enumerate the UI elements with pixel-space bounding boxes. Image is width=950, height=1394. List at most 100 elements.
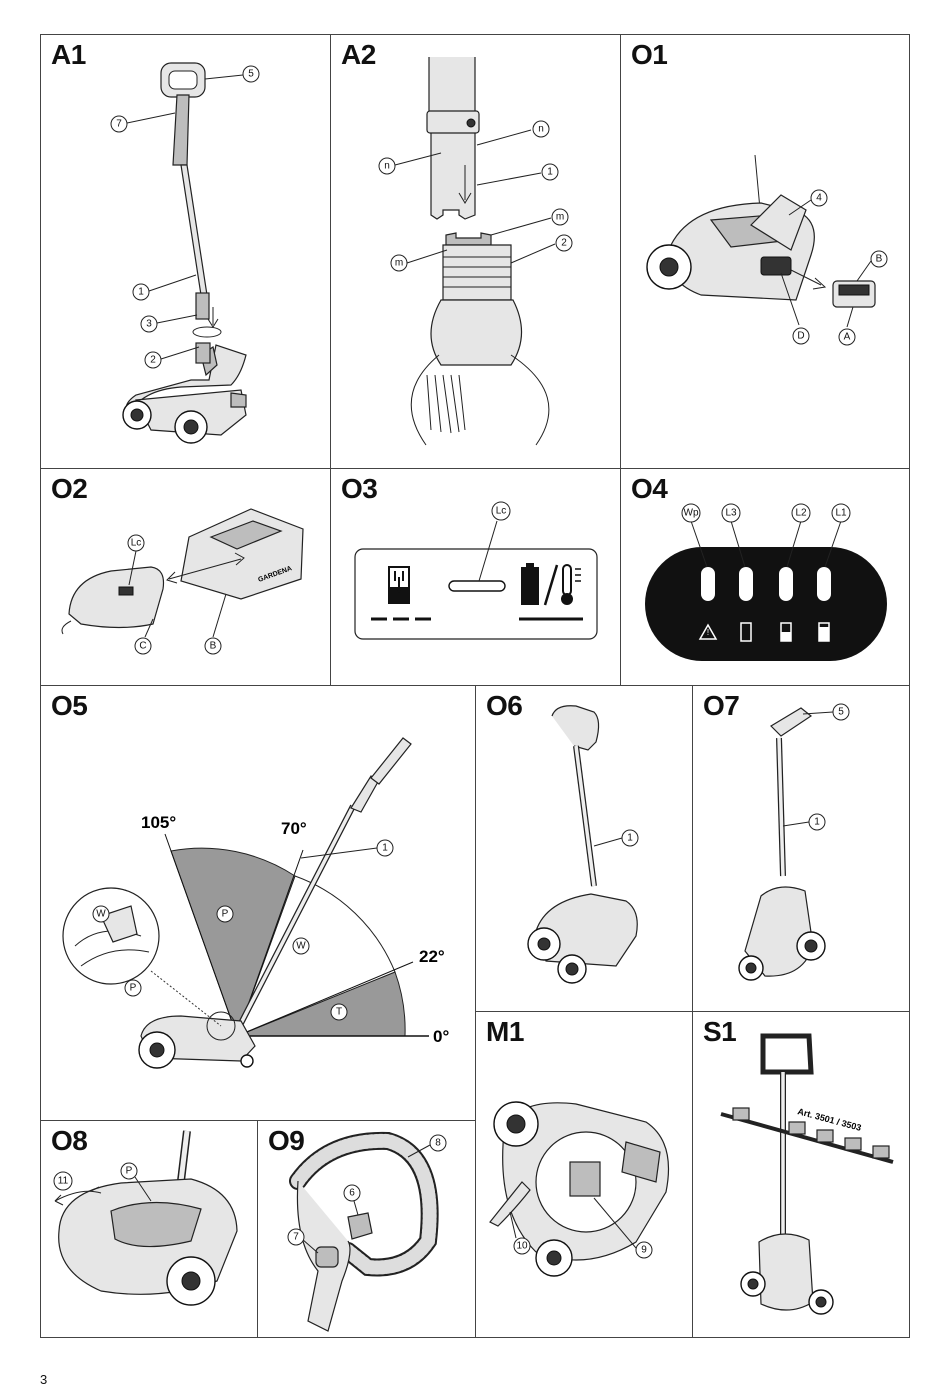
callout-3: [140, 315, 158, 333]
callout-label: 5: [838, 707, 844, 718]
callout-label: A: [844, 332, 851, 343]
callout-label: W: [296, 941, 306, 952]
socket-thread: [442, 244, 512, 301]
thermometer-icon: [562, 564, 572, 596]
battery-icon: [521, 567, 539, 605]
panel-title: O6: [486, 690, 523, 721]
callout-label: B: [210, 641, 217, 652]
battery: [180, 508, 304, 600]
o4-illustration: ! Wp L3 L2 L1: [645, 503, 887, 661]
handle: [760, 1033, 814, 1075]
o3-illustration: Lc: [354, 501, 598, 640]
angle-22: 22°: [419, 947, 445, 966]
callout-label: 7: [116, 119, 122, 130]
callout-7: [110, 115, 128, 133]
battery-slot: [760, 256, 792, 276]
socket-body: [430, 299, 523, 366]
callout-label: 1: [547, 167, 553, 178]
panel-o9: O9 8 6 7: [257, 1120, 476, 1338]
panel-m1: M1 10 9: [475, 1011, 693, 1338]
panel-title: O5: [51, 690, 88, 721]
callout-label: P: [222, 909, 229, 920]
o1-illustration: 4 B D A: [646, 154, 888, 346]
sector-w: [236, 875, 396, 1037]
panel-title: O1: [631, 39, 668, 70]
warning-icon: [698, 623, 718, 640]
callout-5: [242, 65, 260, 83]
button: [315, 1246, 339, 1268]
panel-title: O2: [51, 473, 88, 504]
callout-2: [144, 351, 162, 369]
panel-title: O4: [631, 473, 668, 504]
socket-top: [445, 232, 492, 246]
callout-label: W: [96, 909, 106, 920]
led-lc: [448, 580, 506, 592]
angle-70: 70°: [281, 819, 307, 838]
callout-label: 11: [58, 1176, 69, 1187]
callout-label: 8: [435, 1138, 441, 1149]
callout-label: 6: [349, 1188, 355, 1199]
panel-title: A1: [51, 39, 86, 70]
angle-0: 0°: [433, 1027, 449, 1046]
callout-label: T: [336, 1007, 342, 1018]
charger: [68, 566, 165, 629]
s1-illustration: Art. 3501 / 3503: [720, 1033, 894, 1315]
led-l3: [739, 567, 753, 601]
callout-label: m: [556, 212, 564, 223]
callout-label: 5: [248, 69, 254, 80]
upper-handle-tube: [172, 94, 190, 166]
o7-illustration: 5 1: [738, 703, 850, 981]
callout-label: Wp: [684, 508, 699, 519]
o9-illustration: 8 6 7: [287, 1131, 447, 1332]
battery-empty-icon: [740, 622, 752, 642]
panel-o2: O2 GARDENA Lc C B: [40, 468, 331, 686]
callout-label: 7: [293, 1232, 299, 1243]
panel-o6: O6 1: [475, 685, 693, 1012]
led-wp: [701, 567, 715, 601]
o2-illustration: GARDENA Lc C B: [61, 508, 304, 655]
callout-label: D: [797, 331, 804, 342]
a2-illustration: n n 1 m m 2: [378, 57, 573, 446]
callout-label: 4: [816, 193, 822, 204]
sector-p: [170, 847, 296, 1038]
page-number: 3: [40, 1372, 48, 1387]
callout-label: 1: [382, 843, 388, 854]
callout-label: 2: [150, 355, 156, 366]
panel-a1: A1 5 7 1 3 2: [40, 34, 331, 469]
handle: [770, 707, 813, 737]
svg-text:!: !: [707, 628, 709, 637]
panel-a2: A2 n n 1 m m 2: [330, 34, 621, 469]
handle: [551, 705, 600, 751]
shaft-end: [195, 292, 210, 320]
led-l1: [817, 567, 831, 601]
callout-label: P: [126, 1166, 133, 1177]
panel-o5: O5 105° 70° 22° 0° 1 P: [40, 685, 476, 1121]
blade-center: [569, 1161, 601, 1197]
switch: [347, 1212, 373, 1240]
panel-title: M1: [486, 1016, 524, 1047]
a1-illustration: 5 7 1 3 2: [110, 62, 260, 444]
panel-o1: O1 4 B D A: [620, 34, 910, 469]
tube-end: [430, 112, 476, 220]
panel-o8: O8 11 P: [40, 1120, 258, 1338]
callout-label: L1: [835, 508, 847, 519]
connector: [195, 342, 211, 364]
callout-label: 1: [627, 833, 633, 844]
callout-label: 1: [138, 287, 144, 298]
angle-105: 105°: [141, 813, 176, 832]
panel-title: S1: [703, 1016, 737, 1047]
callout-label: n: [538, 124, 544, 135]
callout-label: L3: [725, 508, 737, 519]
battery-cover-open: [750, 194, 807, 251]
callout-label: 9: [641, 1245, 647, 1256]
panel-title: A2: [341, 39, 376, 70]
o5-illustration: 105° 70° 22° 0° 1 P W T W P: [62, 737, 449, 1069]
callout-label: n: [384, 161, 390, 172]
upper-tube: [428, 57, 476, 114]
panel-o4: O4 ! Wp L3 L2 L1: [620, 468, 910, 686]
callout-label: Lc: [496, 506, 507, 517]
panel-title: O3: [341, 473, 378, 504]
panel-o7: O7 5 1: [692, 685, 910, 1012]
handle: [370, 737, 412, 785]
panel-s1: S1 Art. 3501 / 3503: [692, 1011, 910, 1338]
